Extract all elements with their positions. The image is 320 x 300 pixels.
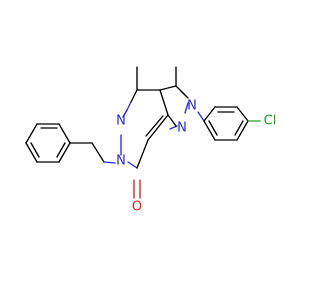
atom-oxygen-label: O bbox=[132, 200, 142, 215]
atom-n6-label: N bbox=[116, 154, 126, 169]
atom-labels: N N N N O Cl bbox=[116, 99, 276, 215]
benzyl-phenyl-ring bbox=[25, 123, 71, 163]
pyrazole-ring bbox=[159, 66, 205, 130]
atom-n2-label: N bbox=[187, 99, 197, 114]
atom-n5-label: N bbox=[116, 114, 126, 129]
pyridazinone-ring bbox=[120, 66, 169, 199]
molecule-structure-drawing: N N N N O Cl bbox=[25, 66, 276, 215]
atom-chlorine-label: Cl bbox=[264, 114, 277, 129]
atom-n1-label: N bbox=[177, 121, 187, 136]
chlorophenyl-ring bbox=[203, 106, 261, 141]
methylene-linker bbox=[69, 142, 116, 164]
